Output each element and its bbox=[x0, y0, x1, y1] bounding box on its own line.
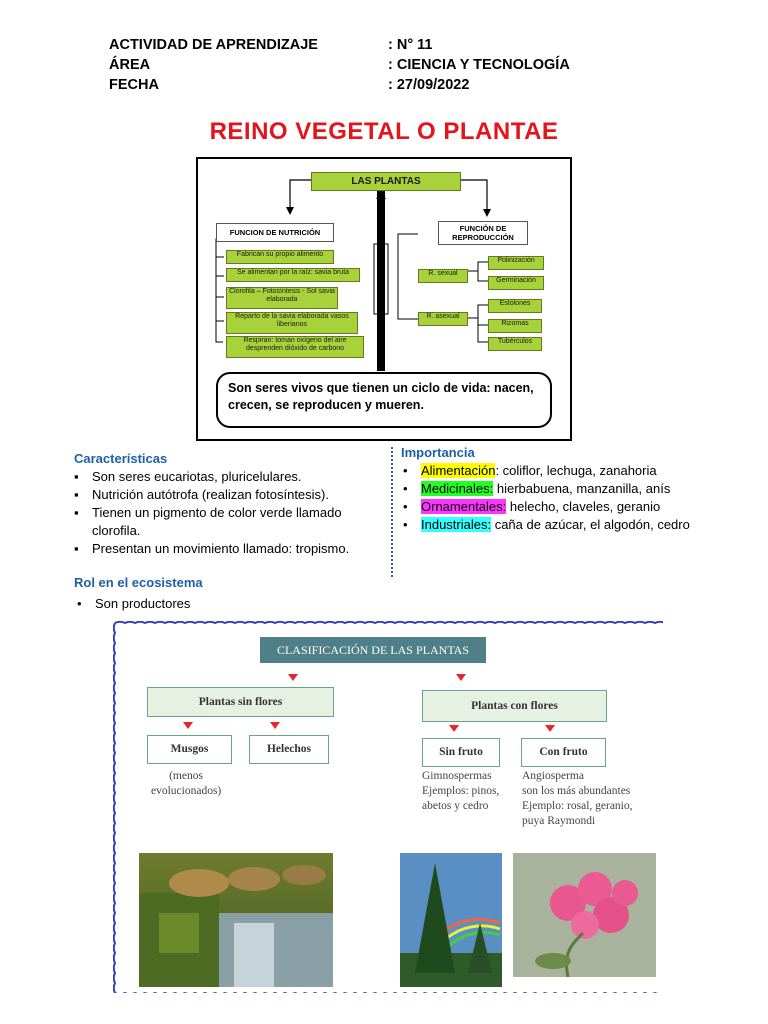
wavy-frame bbox=[113, 621, 663, 993]
list-item-text: Son productores bbox=[95, 596, 191, 611]
nutrition-item-2: Se alimentan por la raíz: savia bruta bbox=[226, 268, 360, 282]
note-line: son los más abundantes bbox=[522, 785, 631, 797]
musgos-box: Musgos bbox=[147, 735, 232, 764]
note-line: (menos bbox=[169, 770, 203, 782]
red-arrow-icon bbox=[183, 722, 193, 729]
list-item: ▪ Tienen un pigmento de color verde llama… bbox=[70, 504, 380, 540]
asexual-item-3: Tubérculos bbox=[488, 337, 542, 351]
highlight-key: Industriales: bbox=[421, 517, 492, 532]
bullet: • bbox=[403, 517, 408, 532]
note-line: Ejemplos: pinos, bbox=[422, 785, 500, 797]
list-item: • Medicinales: hierbabuena, manzanilla, a… bbox=[399, 480, 759, 498]
plant-classification-diagram: CLASIFICACIÓN DE LAS PLANTAS Plantas sin… bbox=[113, 621, 663, 993]
nutrition-item-3: Clorofila – Fotosíntesis - Sol savia ela… bbox=[226, 287, 338, 309]
nutrition-item-1: Fabrican su propio alimento bbox=[226, 250, 334, 264]
red-arrow-icon bbox=[456, 674, 466, 681]
bullet: • bbox=[403, 463, 408, 478]
bullet: • bbox=[403, 499, 408, 514]
importance-list: • Alimentación: coliflor, lechuga, zanaho… bbox=[399, 462, 759, 534]
nutrition-box: FUNCION DE NUTRICIÓN bbox=[216, 223, 334, 242]
reproduction-box: FUNCIÓN DE REPRODUCCIÓN bbox=[438, 221, 528, 245]
bullet: ▪ bbox=[74, 541, 79, 556]
bullet: • bbox=[403, 481, 408, 496]
list-item: • Alimentación: coliflor, lechuga, zanaho… bbox=[399, 462, 759, 480]
column-divider bbox=[391, 447, 393, 577]
diagram-root-box: LAS PLANTAS bbox=[311, 172, 461, 191]
header-value-actividad: : N° 11 bbox=[388, 37, 433, 53]
highlight-key: Medicinales: bbox=[421, 481, 494, 496]
geranium-photo bbox=[513, 853, 656, 977]
list-item-text: caña de azúcar, el algodón, cedro bbox=[491, 517, 690, 532]
red-arrow-icon bbox=[270, 722, 280, 729]
pine-tree-photo bbox=[400, 853, 502, 987]
sexual-box: R. sexual bbox=[418, 269, 468, 283]
ecosystem-role-title: Rol en el ecosistema bbox=[74, 575, 203, 590]
bullet: ▪ bbox=[74, 505, 79, 520]
bullet: ▪ bbox=[74, 469, 79, 484]
sin-fruto-note: Gimnospermas Ejemplos: pinos, abetos y c… bbox=[422, 769, 499, 814]
nutrition-item-5: Respiran: toman oxígeno del aire despren… bbox=[226, 336, 364, 358]
list-item-text: Nutrición autótrofa (realizan fotosíntes… bbox=[92, 487, 329, 502]
header-label-actividad: ACTIVIDAD DE APRENDIZAJE bbox=[109, 37, 318, 53]
asexual-box: R. asexual bbox=[418, 312, 468, 326]
con-fruto-note: Angiosperma son los más abundantes Ejemp… bbox=[522, 769, 633, 829]
classification-title: CLASIFICACIÓN DE LAS PLANTAS bbox=[260, 637, 486, 663]
list-item-text: hierbabuena, manzanilla, anís bbox=[493, 481, 671, 496]
list-item: • Ornamentales: helecho, claveles, gerani… bbox=[399, 498, 759, 516]
note-line: evolucionados) bbox=[151, 785, 222, 797]
red-arrow-icon bbox=[288, 674, 298, 681]
musgos-note: (menos evolucionados) bbox=[151, 769, 221, 799]
list-item-text: Son seres eucariotas, pluricelulares. bbox=[92, 469, 302, 484]
con-fruto-box: Con fruto bbox=[521, 738, 606, 767]
note-line: puya Raymondi bbox=[522, 815, 596, 827]
note-line: Gimnospermas bbox=[422, 770, 492, 782]
life-cycle-summary: Son seres vivos que tienen un ciclo de v… bbox=[216, 372, 552, 428]
header-label-fecha: FECHA bbox=[109, 77, 159, 93]
bullet: • bbox=[77, 596, 82, 611]
sexual-item-1: Polinización bbox=[488, 256, 544, 270]
separator: : bbox=[495, 463, 500, 478]
header-label-area: ÁREA bbox=[109, 57, 151, 73]
red-arrow-icon bbox=[449, 725, 459, 732]
header-value-area: : CIENCIA Y TECNOLOGÍA bbox=[388, 57, 570, 73]
plants-with-flowers-box: Plantas con flores bbox=[422, 690, 607, 722]
note-line: Ejemplo: rosal, geranio, bbox=[522, 800, 633, 812]
list-item: • Son productores bbox=[73, 595, 373, 613]
asexual-item-2: Rizomas bbox=[488, 319, 542, 333]
list-item-text: Presentan un movimiento llamado: tropism… bbox=[92, 541, 350, 556]
highlight-key: Ornamentales: bbox=[421, 499, 507, 514]
sexual-item-2: Germinación bbox=[488, 276, 544, 290]
moss-photo bbox=[139, 853, 333, 987]
note-line: abetos y cedro bbox=[422, 800, 489, 812]
red-arrow-icon bbox=[545, 725, 555, 732]
sin-fruto-box: Sin fruto bbox=[422, 738, 500, 767]
highlight-key: Alimentación bbox=[421, 463, 496, 478]
plant-functions-diagram: LAS PLANTAS FUNCION DE NUTRICIÓN FUNCIÓN… bbox=[196, 157, 572, 441]
characteristics-list: ▪ Son seres eucariotas, pluricelulares. ▪… bbox=[70, 468, 380, 558]
importance-title: Importancia bbox=[401, 445, 475, 460]
list-item: ▪ Presentan un movimiento llamado: tropis… bbox=[70, 540, 380, 558]
list-item: ▪ Son seres eucariotas, pluricelulares. bbox=[70, 468, 380, 486]
plants-without-flowers-box: Plantas sin flores bbox=[147, 687, 334, 717]
bullet: ▪ bbox=[74, 487, 79, 502]
diagram-connectors bbox=[215, 179, 491, 371]
list-item-text: helecho, claveles, geranio bbox=[506, 499, 661, 514]
note-line: Angiosperma bbox=[522, 770, 584, 782]
characteristics-title: Características bbox=[74, 451, 168, 466]
header-value-fecha: : 27/09/2022 bbox=[388, 77, 470, 93]
list-item-text: coliflor, lechuga, zanahoria bbox=[499, 463, 657, 478]
ecosystem-role-list: • Son productores bbox=[73, 595, 373, 613]
helechos-box: Helechos bbox=[249, 735, 329, 764]
list-item-text: Tienen un pigmento de color verde llamad… bbox=[92, 505, 342, 538]
asexual-item-1: Estolones bbox=[488, 299, 542, 313]
page-title: REINO VEGETAL O PLANTAE bbox=[209, 118, 559, 145]
list-item: ▪ Nutrición autótrofa (realizan fotosínte… bbox=[70, 486, 380, 504]
list-item: • Industriales: caña de azúcar, el algodó… bbox=[399, 516, 759, 534]
nutrition-item-4: Reparto de la savia elaborada vasos libe… bbox=[226, 312, 358, 334]
